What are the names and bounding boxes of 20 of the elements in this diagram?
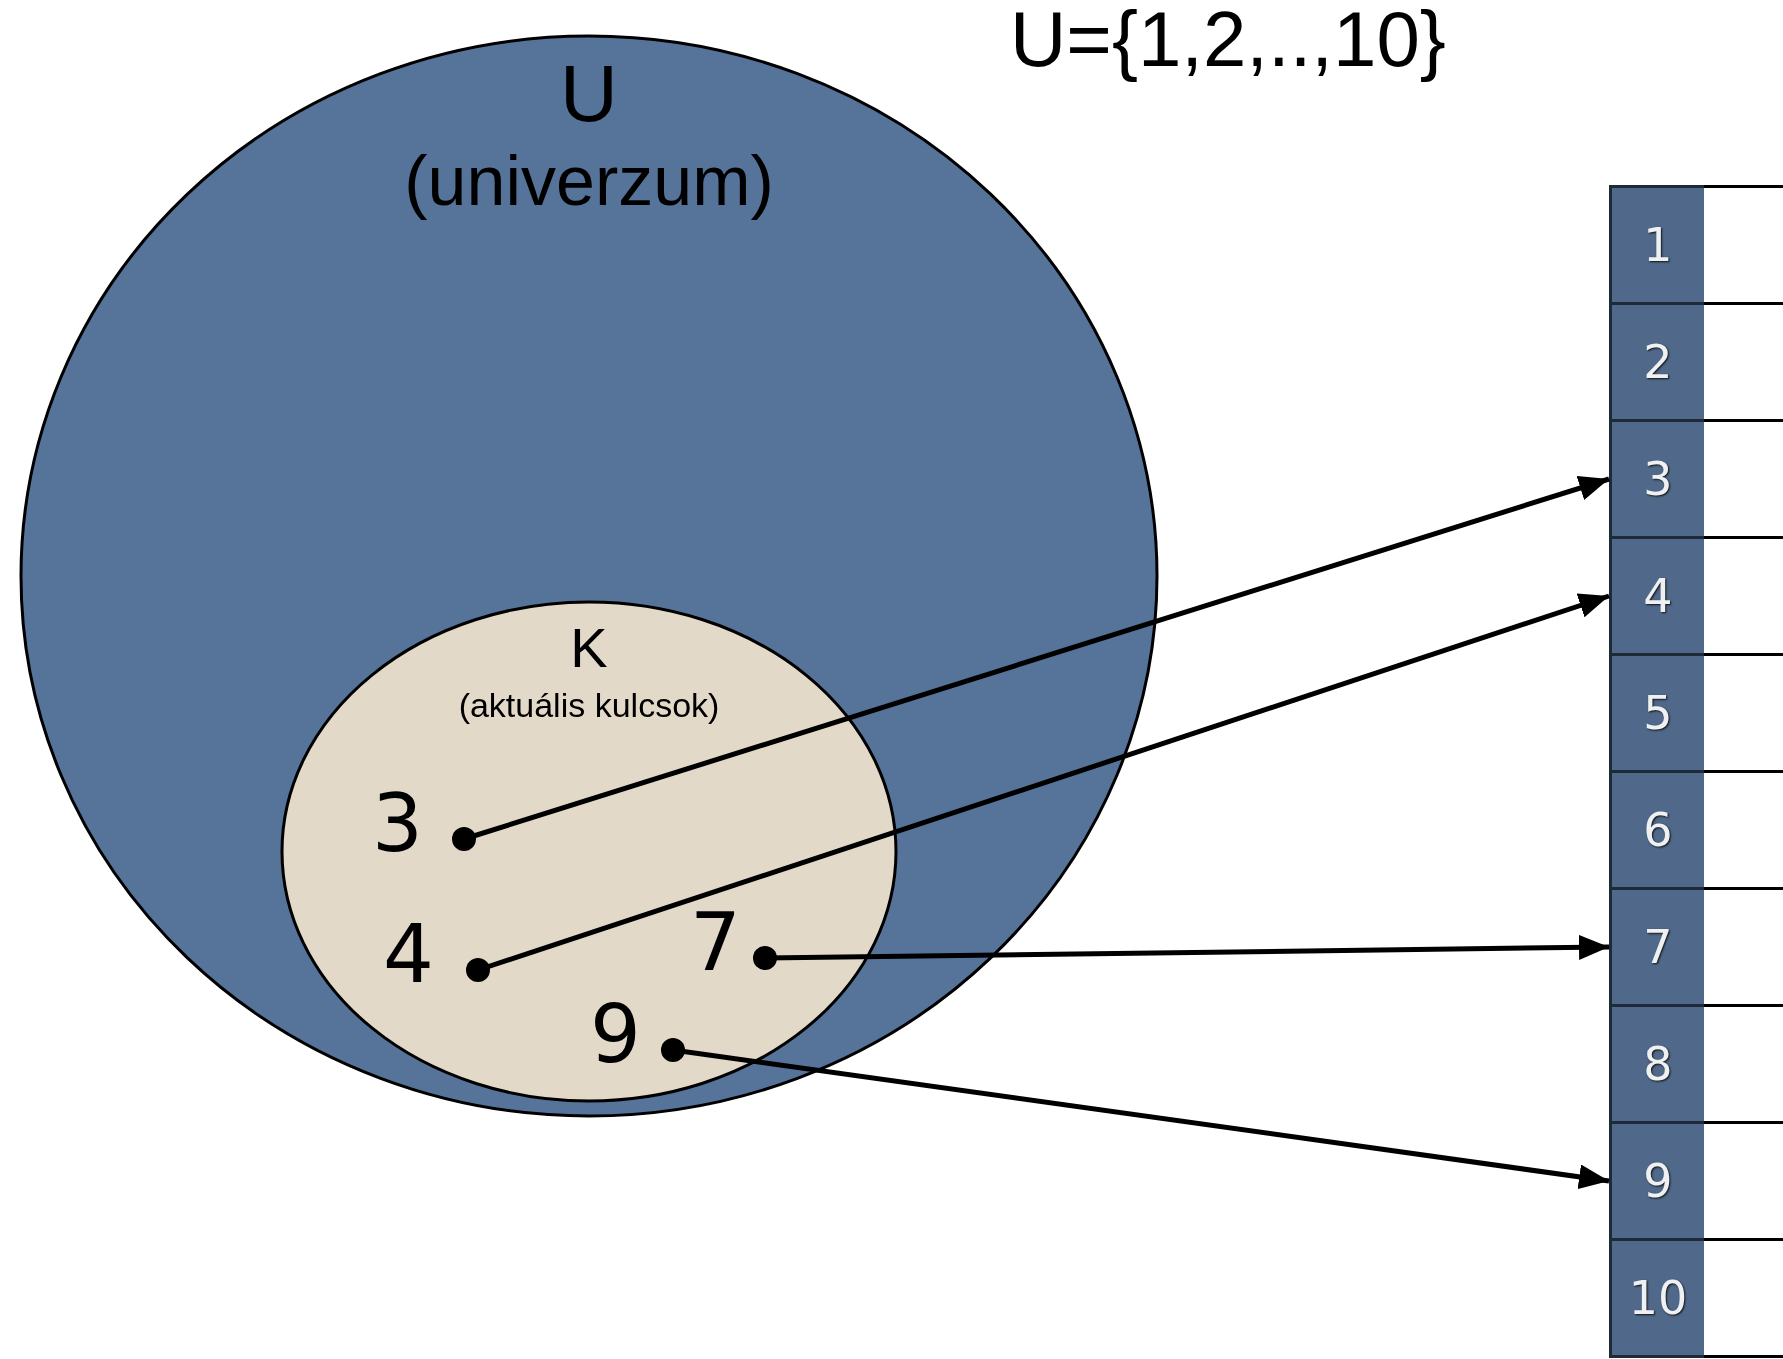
table-index-cell: 9 xyxy=(1609,1121,1707,1241)
table-index-cell: 1 xyxy=(1609,185,1707,305)
set-name: U xyxy=(559,54,619,134)
table-index-cell: 8 xyxy=(1609,1004,1707,1124)
table-index-cell: 6 xyxy=(1609,770,1707,890)
set-description: (aktuális kulcsok) xyxy=(457,688,721,722)
set-name: K xyxy=(569,620,609,676)
key-number: 9 xyxy=(590,987,641,1083)
title: U={1,2,..,10} xyxy=(1010,0,1446,85)
table-index-cell: 10 xyxy=(1609,1238,1707,1358)
key-number: 3 xyxy=(372,776,423,872)
key-number: 7 xyxy=(690,895,741,991)
table-index-cell: 5 xyxy=(1609,653,1707,773)
table-slot-cell xyxy=(1704,185,1783,305)
table-index-cell: 3 xyxy=(1609,419,1707,539)
table-index-cell: 4 xyxy=(1609,536,1707,656)
table-index-cell: 2 xyxy=(1609,302,1707,422)
key-number: 4 xyxy=(383,907,434,1003)
table-index-cell: 7 xyxy=(1609,887,1707,1007)
table-slot-cell xyxy=(1704,1238,1783,1358)
